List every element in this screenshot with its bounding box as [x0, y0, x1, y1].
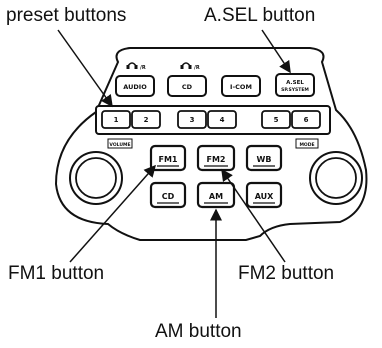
preset-button-3[interactable]: 3 [177, 110, 207, 129]
preset-button-6[interactable]: 6 [291, 110, 321, 129]
preset-buttons-callout: preset buttons [6, 5, 127, 26]
svg-text:AUX: AUX [255, 192, 274, 201]
fm2-arrow [221, 168, 286, 263]
mode-knob[interactable] [309, 151, 363, 205]
svg-text:6: 6 [304, 116, 309, 124]
cd-top-button[interactable]: CD [167, 75, 207, 97]
icom-button[interactable]: I-COM [221, 75, 261, 97]
svg-text:4: 4 [220, 116, 225, 124]
svg-text:A.SEL: A.SEL [286, 80, 304, 86]
cd-button[interactable]: CD [149, 181, 187, 209]
preset-button-1[interactable]: 1 [101, 110, 131, 129]
fm1-arrow [69, 164, 156, 263]
panel-outline [54, 47, 368, 241]
asel-arrow [261, 29, 291, 74]
asel-button[interactable]: A.SEL SP.SYSTEM [275, 73, 315, 97]
svg-text:MODE: MODE [299, 142, 314, 148]
svg-text:2: 2 [144, 116, 149, 124]
volume-label: VOLUME [107, 138, 133, 149]
wb-button[interactable]: WB [245, 144, 283, 172]
svg-text:AUDIO: AUDIO [123, 83, 147, 91]
svg-text:FM1: FM1 [159, 155, 178, 164]
fm1-button-callout: FM1 button [8, 263, 105, 284]
mode-label: MODE [295, 138, 319, 149]
svg-text:WB: WB [257, 155, 272, 164]
am-button[interactable]: AM [196, 181, 236, 209]
audio-button[interactable]: AUDIO [115, 75, 155, 97]
preset-button-5[interactable]: 5 [261, 110, 291, 129]
svg-text:VOLUME: VOLUME [109, 142, 130, 148]
svg-text:FM2: FM2 [207, 155, 226, 164]
svg-text:/R: /R [140, 65, 146, 71]
preset-button-2[interactable]: 2 [131, 110, 161, 129]
svg-text:5: 5 [274, 116, 279, 124]
headphone-icon-left: /R [126, 62, 146, 71]
svg-text:I-COM: I-COM [230, 83, 252, 91]
svg-text:/R: /R [194, 65, 200, 71]
volume-knob[interactable] [69, 151, 123, 205]
headphone-icon-right: /R [180, 62, 200, 71]
fm1-button[interactable]: FM1 [149, 144, 187, 172]
aux-button[interactable]: AUX [245, 181, 283, 209]
fm2-button-callout: FM2 button [238, 263, 335, 284]
svg-text:3: 3 [190, 116, 195, 124]
svg-text:AM: AM [209, 192, 223, 201]
preset-arrow [57, 29, 113, 108]
fm2-button[interactable]: FM2 [196, 144, 236, 172]
svg-text:1: 1 [114, 116, 119, 124]
preset-button-4[interactable]: 4 [207, 110, 237, 129]
svg-text:SP.SYSTEM: SP.SYSTEM [281, 87, 309, 93]
asel-button-callout: A.SEL button [204, 5, 316, 26]
svg-text:CD: CD [162, 192, 175, 201]
am-button-callout: AM button [155, 321, 242, 342]
svg-text:CD: CD [182, 83, 193, 91]
